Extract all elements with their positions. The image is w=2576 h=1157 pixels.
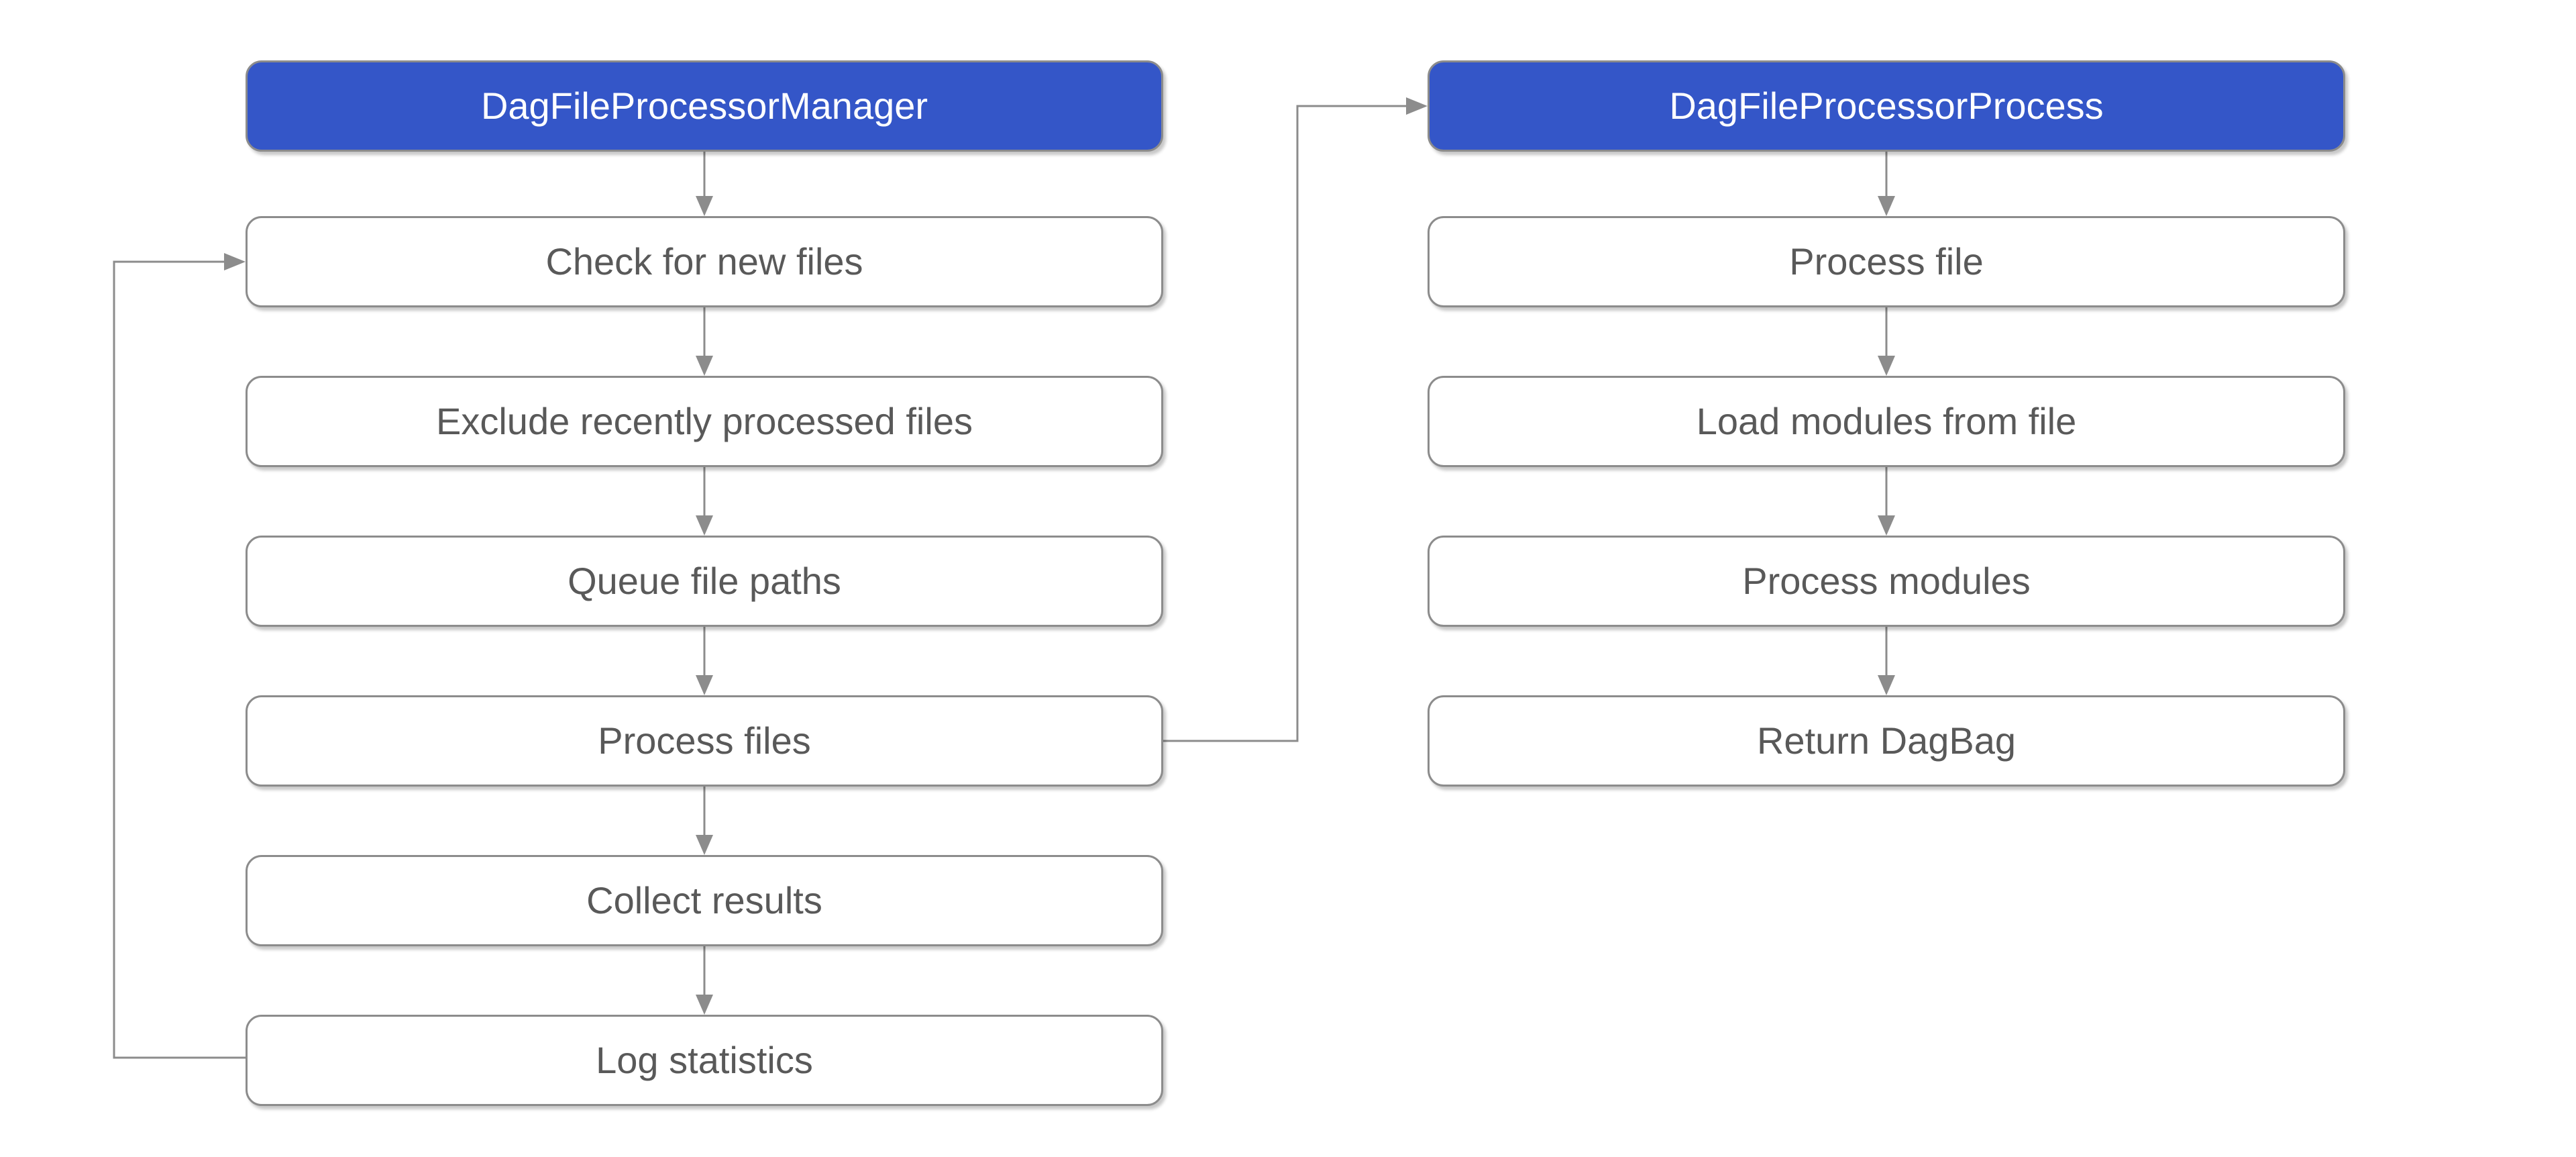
arrowhead-down (696, 356, 713, 376)
crosslink-line (1163, 105, 1406, 742)
arrowhead-right-crosslink (1406, 97, 1428, 115)
node-load-modules-from-file: Load modules from file (1428, 376, 2345, 467)
arrowhead-down (696, 515, 713, 536)
node-collect-results: Collect results (246, 855, 1163, 946)
node-check-for-new-files: Check for new files (246, 216, 1163, 307)
node-return-dagbag: Return DagBag (1428, 695, 2345, 787)
arrowhead-down (1878, 675, 1895, 695)
arrowhead-right-loopback (224, 253, 246, 270)
node-log-statistics: Log statistics (246, 1015, 1163, 1106)
arrowhead-down (1878, 515, 1895, 536)
arrowhead-down (1878, 196, 1895, 216)
node-dagfileprocessorprocess: DagFileProcessorProcess (1428, 60, 2345, 152)
loopback-line (113, 260, 246, 1059)
arrowhead-down (696, 675, 713, 695)
arrowhead-down (696, 995, 713, 1015)
node-exclude-recently-processed-files: Exclude recently processed files (246, 376, 1163, 467)
node-process-files: Process files (246, 695, 1163, 787)
arrowhead-down (696, 196, 713, 216)
arrowhead-down (1878, 356, 1895, 376)
node-process-file: Process file (1428, 216, 2345, 307)
arrowhead-down (696, 835, 713, 855)
node-process-modules: Process modules (1428, 536, 2345, 627)
node-dagfileprocessormanager: DagFileProcessorManager (246, 60, 1163, 152)
node-queue-file-paths: Queue file paths (246, 536, 1163, 627)
